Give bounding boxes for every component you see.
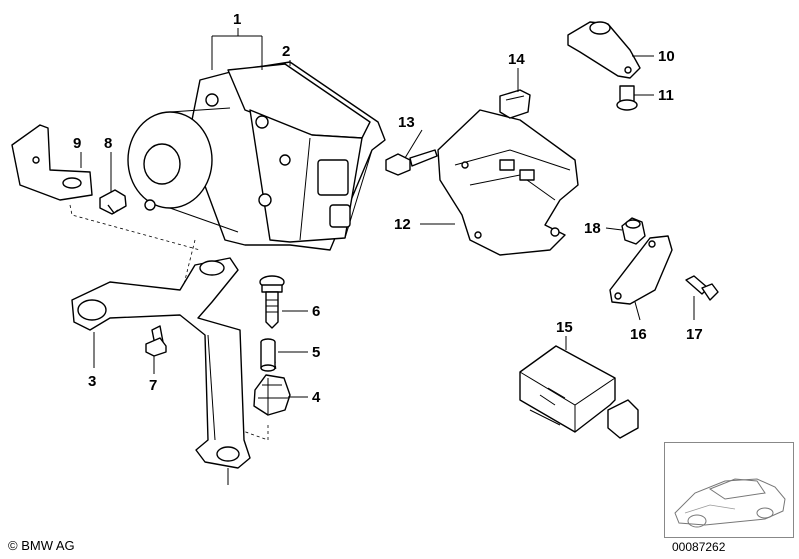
plate-part-16[interactable] bbox=[609, 235, 673, 305]
label-10: 10 bbox=[658, 48, 675, 65]
spacer-part-5[interactable] bbox=[260, 338, 276, 372]
label-9: 9 bbox=[73, 135, 81, 152]
label-1: 1 bbox=[233, 11, 241, 28]
bracket-part-9[interactable] bbox=[11, 124, 93, 201]
label-3: 3 bbox=[88, 373, 96, 390]
leader-lines bbox=[80, 28, 695, 398]
label-6: 6 bbox=[312, 303, 320, 320]
rubber-mount-part-4[interactable] bbox=[253, 374, 291, 416]
bolt-part-6[interactable] bbox=[259, 275, 285, 329]
label-12: 12 bbox=[394, 216, 411, 233]
assembly-line bbox=[69, 204, 201, 251]
label-17: 17 bbox=[686, 326, 703, 343]
label-7: 7 bbox=[149, 377, 157, 394]
support-bracket-part-3[interactable] bbox=[71, 257, 251, 469]
label-15: 15 bbox=[556, 319, 573, 336]
label-8: 8 bbox=[104, 135, 112, 152]
bolt-part-8[interactable] bbox=[99, 189, 127, 215]
sensor-part-10[interactable] bbox=[567, 21, 641, 79]
label-16: 16 bbox=[630, 326, 647, 343]
clip-part-14[interactable] bbox=[499, 89, 531, 119]
label-4: 4 bbox=[312, 389, 321, 406]
assembly-line bbox=[179, 239, 196, 301]
assembly-line bbox=[239, 425, 269, 441]
abs-hydraulic-unit[interactable] bbox=[127, 61, 386, 251]
control-unit-part-15[interactable] bbox=[519, 345, 639, 439]
bolt-part-13[interactable] bbox=[385, 149, 438, 176]
label-13: 13 bbox=[398, 114, 415, 131]
label-18: 18 bbox=[584, 220, 601, 237]
copyright-notice: © BMW AG bbox=[8, 538, 75, 553]
document-number: 00087262 bbox=[672, 540, 726, 554]
grommet-part-18[interactable] bbox=[621, 217, 646, 245]
part-number-labels: 1 2 9 8 3 7 6 5 4 12 13 14 10 11 18 16 1… bbox=[73, 11, 703, 406]
label-2: 2 bbox=[282, 43, 290, 60]
car-thumbnail-icon bbox=[664, 442, 794, 538]
label-14: 14 bbox=[508, 51, 525, 68]
label-11: 11 bbox=[658, 87, 674, 104]
bolt-part-7[interactable] bbox=[145, 325, 167, 357]
label-5: 5 bbox=[312, 344, 320, 361]
screw-part-17[interactable] bbox=[685, 275, 719, 301]
mounting-bracket-part-12[interactable] bbox=[437, 109, 579, 256]
screw-part-11[interactable] bbox=[616, 85, 638, 111]
